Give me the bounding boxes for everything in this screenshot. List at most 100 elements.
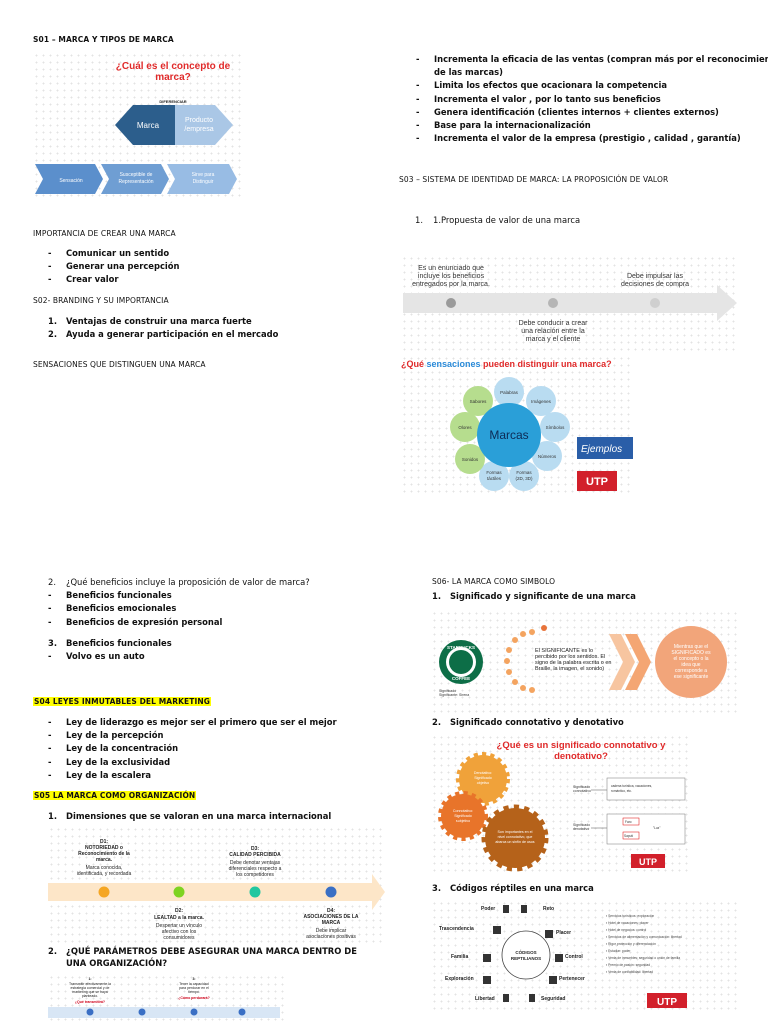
s04-heading: S04 LEYES INMUTABLES DEL MARKETING [33,697,211,706]
svg-text:Significado: Significado [573,785,590,789]
list-item: -Volvo es un auto [48,651,145,662]
svg-text:Libertad: Libertad [475,996,495,1002]
svg-text:estrategia comercial y de: estrategia comercial y de [71,986,110,990]
benefits-list: -Incrementa la eficacia de las ventas (c… [416,53,768,145]
svg-text:marca y el cliente: marca y el cliente [526,336,581,343]
svg-text:(2D, 3D): (2D, 3D) [515,476,533,481]
svg-text:Ejemplos: Ejemplos [581,444,622,455]
svg-text:denotativo: denotativo [573,827,589,831]
svg-text:Poder: Poder [481,906,495,912]
svg-text:REPTILIANOS: REPTILIANOS [511,956,541,961]
svg-text:Olores: Olores [458,425,472,430]
svg-text:para perdurar en el: para perdurar en el [179,986,209,990]
list-item: -Crear valor [48,274,119,285]
svg-text:▪ Servicios de alimentación y: ▪ Servicios de alimentación y comunicaci… [606,935,682,939]
s05-heading: S05 LA MARCA COMO ORGANIZACIÓN [33,791,197,800]
svg-text:Marca: Marca [137,121,160,130]
importancia-list: -Comunicar un sentido -Generar una perce… [48,247,180,287]
s06-heading: S06- LA MARCA COMO SIMBOLO [432,577,556,586]
svg-text:percibido por los sentidos. El: percibido por los sentidos. El [535,654,605,660]
svg-text:¿Qué es un significado connota: ¿Qué es un significado connotativo y [497,740,667,751]
s05-item: 1.Dimensiones que se valoran en una marc… [48,811,332,821]
svg-text:▪ Hotel de vacaciones: placer: ▪ Hotel de vacaciones: placer [606,921,649,925]
svg-text:identificada, y recordada: identificada, y recordada [77,871,132,877]
svg-text:SIGNIFICADO es: SIGNIFICADO es [671,650,711,656]
svg-text:Marcas: Marcas [489,428,528,442]
svg-text:Reto: Reto [543,906,554,912]
s04-list: -Ley de liderazgo es mejor ser el primer… [48,716,337,782]
svg-text:Distinguir: Distinguir [193,179,214,185]
svg-text:Trascendencia: Trascendencia [439,926,474,932]
significado-diagram: STARBUCKS COFFEE Significado Significant… [431,610,737,713]
q2-heading: 2.¿Qué beneficios incluye la proposición… [48,577,310,587]
s02-list: 1.Ventajas de construir una marca fuerte… [48,315,278,341]
svg-text:connotativo: connotativo [573,789,591,793]
svg-text:Es un enunciado que: Es un enunciado que [418,265,484,272]
importancia-heading: IMPORTANCIA DE CREAR UNA MARCA [33,229,176,238]
svg-text:Sirve para: Sirve para [192,172,215,178]
svg-text:D3:: D3: [251,846,259,852]
svg-text:cadena turística, vacaciones,: cadena turística, vacaciones, [611,784,652,788]
svg-text:idea que: idea que [681,662,700,668]
svg-text:STARBUCKS: STARBUCKS [447,645,475,650]
svg-text:CÓDIGOS: CÓDIGOS [515,948,536,955]
svg-text:consumidores: consumidores [163,935,195,941]
svg-text:Tener la capacidad: Tener la capacidad [179,982,208,986]
svg-text:UTP: UTP [639,857,657,867]
svg-text:Mientras que el: Mientras que el [674,644,708,650]
svg-text:el concepto o la: el concepto o la [673,656,708,662]
sensaciones-heading: SENSACIONES QUE DISTINGUEN UNA MARCA [33,360,206,369]
s03-item: 1.1.Propuesta de valor de una marca [415,215,581,225]
list-item: 3.Beneficios funcionales [48,637,172,648]
list-item: -Comunicar un sentido [48,248,170,258]
svg-text:D2:: D2: [175,908,183,914]
list-item: 1.Ventajas de construir una marca fuerte [48,316,252,326]
svg-text:Placer: Placer [556,930,571,936]
svg-text:▪ Venta de inmuebles: segurida: ▪ Venta de inmuebles: seguridad o unión … [606,956,680,960]
svg-text:Imágenes: Imágenes [531,399,552,404]
svg-text:Sonidos: Sonidos [462,457,479,462]
codigos-diagram: CÓDIGOS REPTILIANOS Poder Reto Trascende… [431,900,737,1010]
svg-text:¿Cómo perdurará?: ¿Cómo perdurará? [178,996,210,1000]
svg-text:asociaciones positivas: asociaciones positivas [306,934,356,940]
parameters-diagram: 1: Transmitir efectivamente la estrategi… [48,974,288,1024]
svg-text:Connotativo:: Connotativo: [453,809,473,813]
s02-heading: S02- BRANDING Y SU IMPORTANCIA [33,296,169,305]
list-item: 2.Ayuda a generar participación en el me… [48,329,279,340]
list-item: -Ley de la escalera [48,769,152,780]
svg-text:nivel connotativo, que: nivel connotativo, que [498,835,533,839]
s06-item3: 3.Códigos réptiles en una marca [432,883,594,893]
svg-text:Braille, la imagen, el sonido): Braille, la imagen, el sonido) [535,666,604,672]
svg-text:▪ Rigor protección y diferenci: ▪ Rigor protección y diferenciación [606,942,656,946]
svg-text:Producto: Producto [185,117,213,124]
svg-text:ASOCIACIONES DE LA: ASOCIACIONES DE LA [303,914,358,920]
s06-item2: 2.Significado connotativo y denotativo [432,717,624,727]
svg-text:Palabras: Palabras [500,390,519,395]
svg-text:decisiones de compra: decisiones de compra [621,281,689,288]
svg-text:/empresa: /empresa [184,126,213,133]
svg-text:"Luz": "Luz" [653,826,660,830]
svg-text:denotativo?: denotativo? [554,751,608,762]
svg-text:subjetivo: subjetivo [456,819,470,823]
svg-text:DIFERENCIAR: DIFERENCIAR [159,99,186,104]
svg-text:ese significante: ese significante [674,674,709,680]
svg-text:▪ Premio de pasión: seguridad: ▪ Premio de pasión: seguridad [606,963,650,967]
svg-text:incluye los beneficios: incluye los beneficios [418,273,485,280]
svg-text:MARCA: MARCA [322,920,341,926]
s06-item1: 1.Significado y significante de una marc… [432,591,636,601]
svg-text:Significante: Sirena: Significante: Sirena [439,693,469,697]
svg-text:Control: Control [565,954,583,960]
svg-text:3:: 3: [192,977,195,981]
svg-text:Debe implicar: Debe implicar [316,928,347,934]
list-item: -Genera identificación (clientes interno… [416,106,719,117]
svg-text:Formas: Formas [516,470,532,475]
svg-text:marca.: marca. [96,857,113,863]
svg-text:objetivo: objetivo [477,781,489,785]
sensaciones-diagram: ¿Qué sensaciones pueden distinguir una m… [401,355,633,495]
svg-text:CALIDAD PERCIBIDA: CALIDAD PERCIBIDA [229,852,281,858]
svg-text:Familia: Familia [451,954,468,960]
list-item: -Beneficios funcionales [48,590,172,601]
value-proposition-diagram: Es un enunciado que incluye los benefici… [401,255,739,351]
svg-text:Susceptible de: Susceptible de [120,172,153,178]
svg-text:UTP: UTP [657,997,677,1008]
